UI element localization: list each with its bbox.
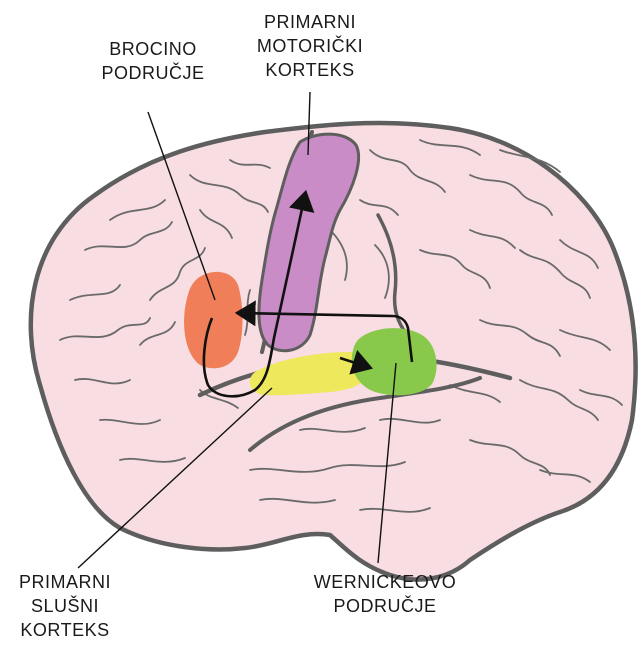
label-wernicke-area: WERNICKEOVO PODRUČJE	[295, 570, 475, 618]
label-auditory-line3: KORTEKS	[0, 618, 130, 642]
label-broca-line2: PODRUČJE	[78, 61, 228, 85]
label-auditory-line1: PRIMARNI	[0, 570, 130, 594]
label-motor-line2: MOTORIČKI	[235, 34, 385, 58]
label-primary-auditory-cortex: PRIMARNI SLUŠNI KORTEKS	[0, 570, 130, 642]
label-auditory-line2: SLUŠNI	[0, 594, 130, 618]
label-motor-line1: PRIMARNI	[235, 10, 385, 34]
broca-area-region	[184, 272, 242, 368]
label-broca-line1: BROCINO	[78, 37, 228, 61]
label-wernicke-line1: WERNICKEOVO	[295, 570, 475, 594]
label-primary-motor-cortex: PRIMARNI MOTORIČKI KORTEKS	[235, 10, 385, 82]
label-motor-line3: KORTEKS	[235, 58, 385, 82]
label-broca-area: BROCINO PODRUČJE	[78, 37, 228, 85]
label-wernicke-line2: PODRUČJE	[295, 594, 475, 618]
